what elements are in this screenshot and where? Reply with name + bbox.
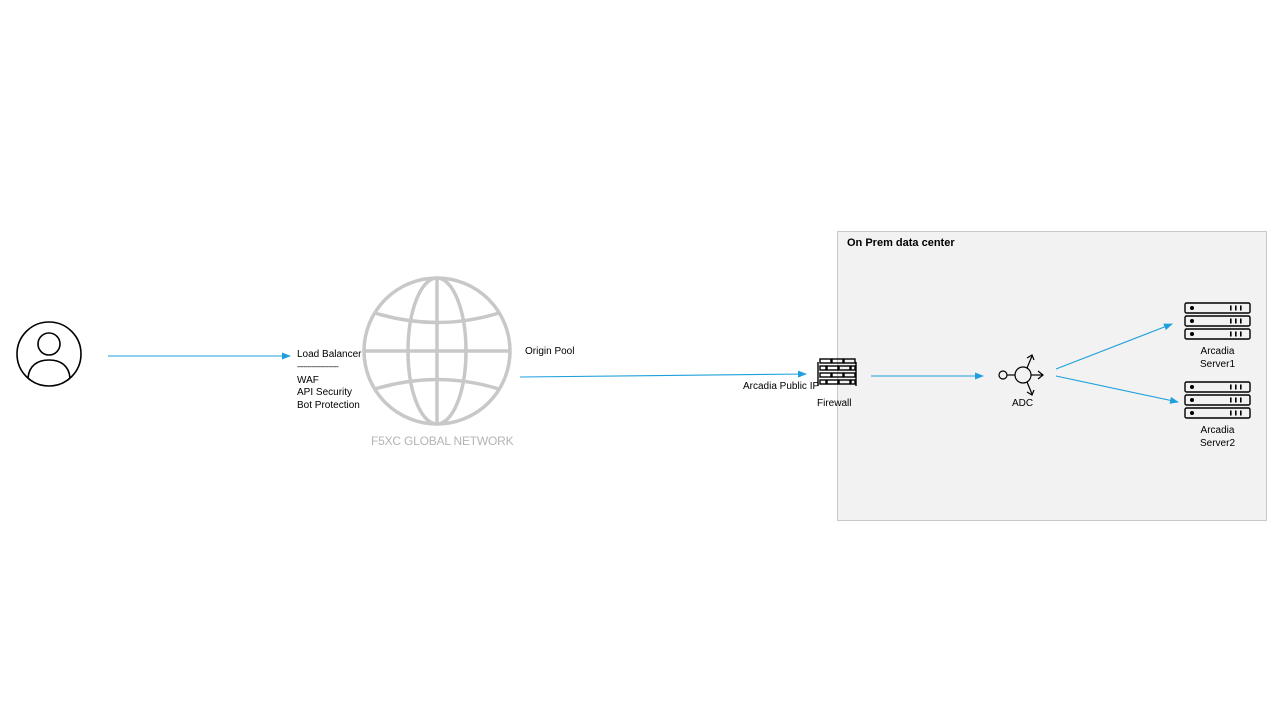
firewall-icon (817, 358, 857, 386)
connector-adc-to-server1 (1055, 323, 1173, 370)
load-balancer-feature-bot-protection: Bot Protection (297, 400, 360, 411)
server1-label-line2: Server1 (1199, 359, 1235, 370)
server1-label-line1: Arcadia (1200, 346, 1235, 357)
data-center-title: On Prem data center (847, 237, 955, 249)
load-balancer-feature-waf: WAF (297, 375, 319, 386)
origin-pool-label: Origin Pool (525, 346, 575, 357)
firewall-label: Firewall (817, 398, 852, 409)
adc-icon (998, 354, 1044, 396)
load-balancer-title: Load Balancer (297, 349, 362, 360)
load-balancer-separator: -------------------- (297, 362, 339, 371)
network-label: F5XC GLOBAL NETWORK (371, 434, 514, 448)
globe-icon (362, 276, 512, 426)
server-icon (1184, 302, 1251, 340)
load-balancer-feature-api-security: API Security (297, 387, 353, 398)
user-icon (16, 321, 82, 387)
adc-label: ADC (1012, 398, 1034, 409)
server-icon (1184, 381, 1251, 419)
public-ip-label: Arcadia Public IP (743, 381, 820, 392)
server2-label-line2: Server2 (1199, 438, 1235, 449)
server2-label-line1: Arcadia (1200, 425, 1235, 436)
connector-origin-pool-to-firewall (519, 370, 807, 378)
connector-adc-to-server2 (1055, 375, 1179, 404)
